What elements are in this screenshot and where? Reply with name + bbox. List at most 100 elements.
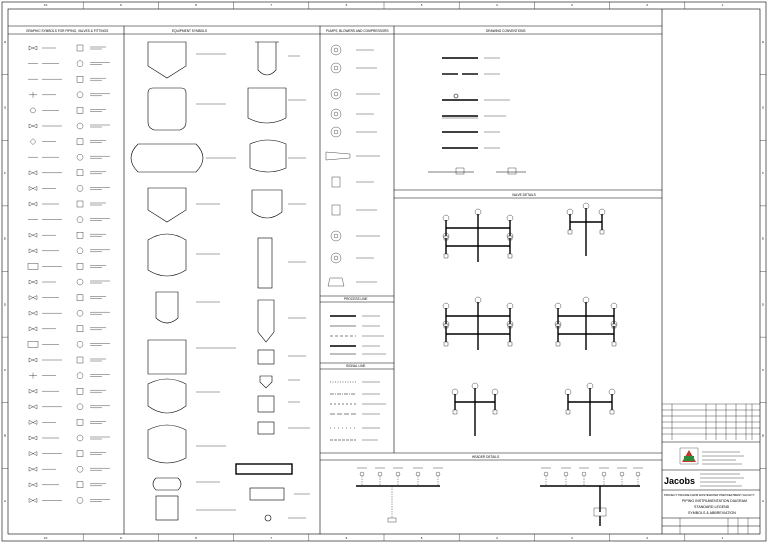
gauge-icon xyxy=(610,302,618,310)
gauge-icon xyxy=(442,302,450,310)
border-column-label: 3 xyxy=(571,536,573,540)
border-row-label: A xyxy=(4,499,6,503)
instrument-icon xyxy=(76,232,84,239)
valve-icon xyxy=(611,341,617,347)
border-column-label: 1 xyxy=(722,536,724,540)
gauge-icon xyxy=(442,232,450,240)
gauge-icon xyxy=(564,388,572,396)
drawing-title-3: SYMBOLS & ABBREVIATION xyxy=(688,511,736,515)
instrument-icon xyxy=(76,388,84,395)
valve-icon xyxy=(28,388,38,394)
valve-icon xyxy=(28,451,38,456)
piping-valve-symbol-list xyxy=(27,44,110,504)
instrument-icon xyxy=(76,403,84,410)
instrument-icon xyxy=(76,91,84,98)
pump-icon xyxy=(330,62,342,74)
border-row-label: A xyxy=(762,499,764,503)
gauge-icon xyxy=(471,382,479,390)
valve-icon xyxy=(28,201,38,207)
valve-icon xyxy=(28,170,38,176)
instrument-icon xyxy=(76,310,84,317)
border-column-label: 2 xyxy=(646,3,648,7)
blower-icon xyxy=(325,151,351,161)
instrument-icon xyxy=(76,434,84,442)
valve-icon xyxy=(443,341,449,347)
box-icon xyxy=(27,341,39,348)
gauge-icon xyxy=(506,232,514,240)
border-row-label: E xyxy=(4,237,6,241)
pump-impeller-icon xyxy=(333,255,339,261)
instrument-icon xyxy=(377,471,383,477)
border-column-label: 8 xyxy=(195,3,197,7)
border-row-label: F xyxy=(4,171,6,175)
instrument-icon xyxy=(76,122,84,130)
instrument-icon xyxy=(601,471,607,477)
instrument-icon xyxy=(76,200,84,208)
jacobs-logo-icon: Jacobs xyxy=(664,476,695,486)
instrument-icon xyxy=(76,450,84,457)
gauge-icon xyxy=(610,320,618,328)
border-column-label: 9 xyxy=(120,536,122,540)
instrument-icon xyxy=(76,341,84,348)
box-icon xyxy=(27,263,39,270)
instrument-icon xyxy=(76,419,84,426)
gauge-icon xyxy=(506,320,514,328)
pump-icon xyxy=(331,176,341,188)
valve-icon xyxy=(28,45,38,51)
instrument-icon xyxy=(76,76,84,83)
border-row-label: C xyxy=(762,368,765,372)
fitting-icon xyxy=(29,372,37,379)
instrument-icon xyxy=(415,471,421,477)
valve-icon xyxy=(28,279,38,285)
valve-icon xyxy=(28,310,38,316)
instrument-icon xyxy=(619,471,625,477)
instrument-icon xyxy=(76,216,84,223)
instrument-icon xyxy=(76,466,84,473)
signal-line-header: SIGNAL LINE xyxy=(346,364,366,368)
diamond-icon xyxy=(29,138,37,145)
pump-impeller-icon xyxy=(333,65,339,71)
pump-icon xyxy=(330,126,342,138)
fitting-icon xyxy=(29,91,37,98)
title-block: Jacobs PROJECT: PRAIRIE FARM WASTEWATER … xyxy=(662,403,760,534)
instrument-icon xyxy=(76,294,84,301)
gauge-icon xyxy=(506,302,514,310)
border-column-label: 8 xyxy=(195,536,197,540)
border-column-label: 4 xyxy=(496,536,498,540)
instrument-icon xyxy=(76,325,84,332)
border-column-label: 6 xyxy=(346,3,348,7)
border-row-label: E xyxy=(762,237,764,241)
valve-icon xyxy=(28,498,38,503)
drawing-conventions-header: DRAWING CONVENTIONS xyxy=(486,29,526,33)
equipment-icon xyxy=(387,517,397,523)
instrument-icon xyxy=(76,263,84,270)
valve-icon xyxy=(599,229,605,235)
border-column-label: 5 xyxy=(421,536,423,540)
instrument-icon xyxy=(76,278,84,286)
pump-icon xyxy=(330,88,342,100)
border-row-label: B xyxy=(4,434,6,438)
instrument-icon xyxy=(76,138,84,145)
valve-icon xyxy=(565,409,571,415)
valve-icon xyxy=(28,248,38,254)
border-row-label: H xyxy=(4,40,6,44)
border-row-label: F xyxy=(762,171,764,175)
border-column-label: 3 xyxy=(571,3,573,7)
circle-icon xyxy=(30,107,36,114)
pump-impeller-icon xyxy=(333,47,339,53)
gauge-icon xyxy=(598,208,606,216)
gauge-icon xyxy=(451,388,459,396)
instrument-icon xyxy=(76,107,84,114)
gauge-icon xyxy=(554,302,562,310)
instrument-icon xyxy=(395,471,401,477)
valve-icon xyxy=(555,341,561,347)
border-row-label: D xyxy=(4,302,7,306)
instrument-icon xyxy=(76,497,84,504)
border-column-label: 4 xyxy=(496,3,498,7)
border-row-label: D xyxy=(762,302,765,306)
border-row-label: B xyxy=(762,434,764,438)
panel-frames xyxy=(8,9,663,534)
drawing-title-1: PIPING INSTRUMENTATION DIAGRAM xyxy=(682,499,747,503)
project-name: PROJECT: PRAIRIE FARM WASTEWATER PRETREA… xyxy=(664,493,755,497)
